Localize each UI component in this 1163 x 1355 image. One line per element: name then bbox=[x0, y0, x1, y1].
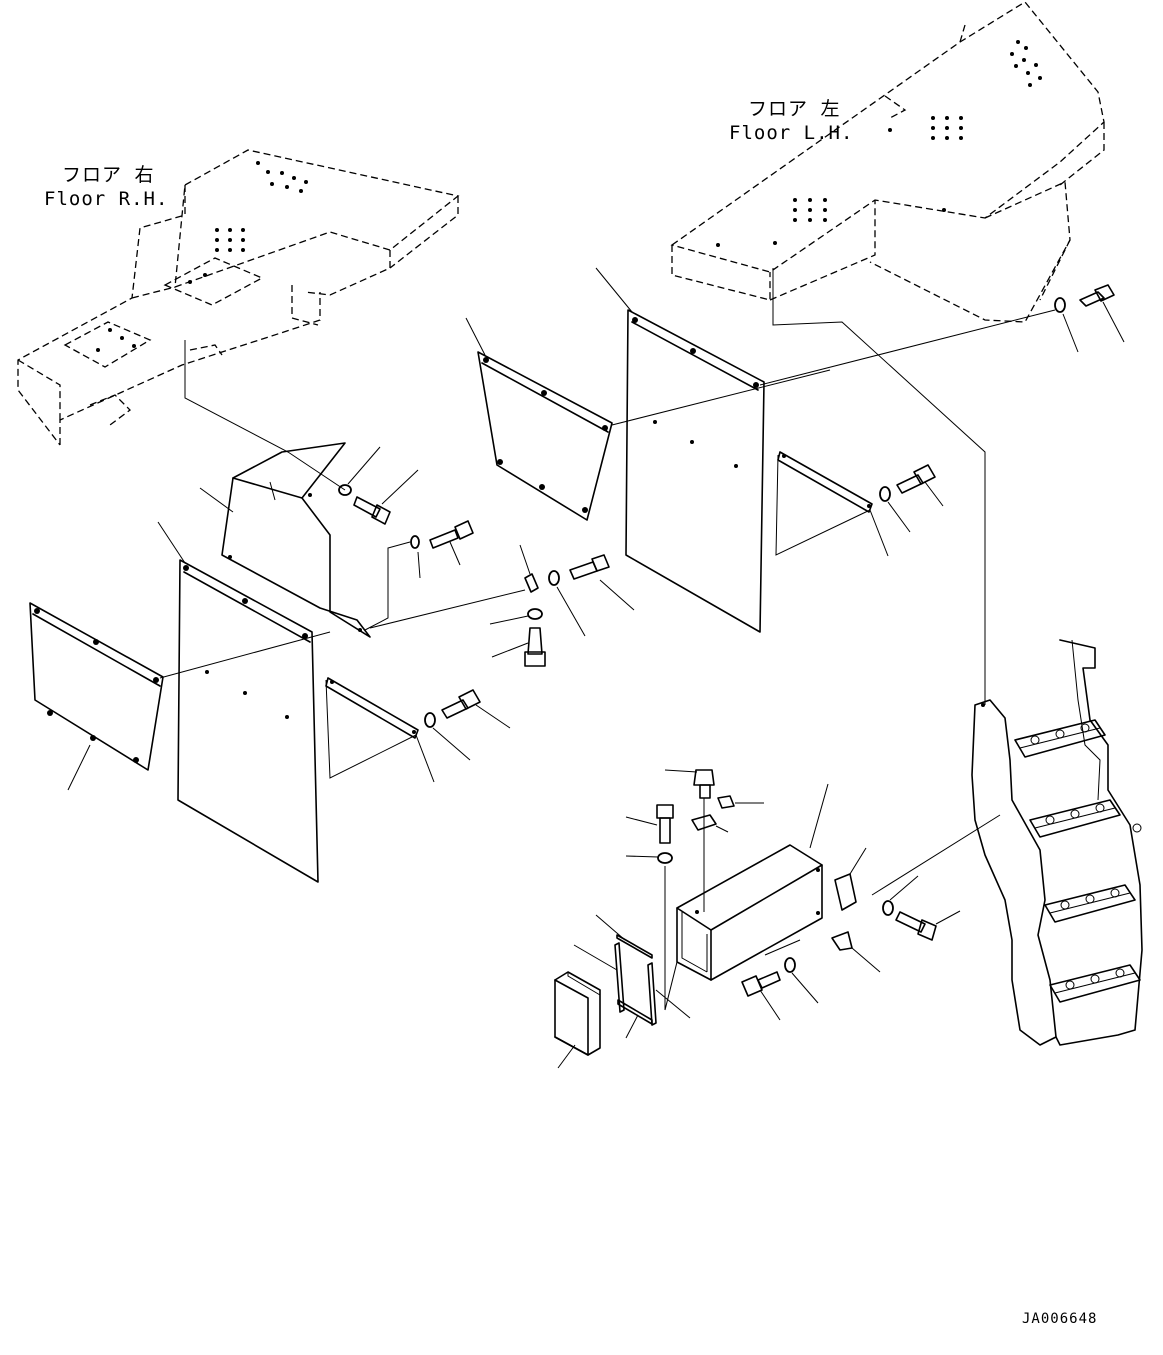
drawing-code: JA006648 bbox=[1022, 1311, 1098, 1327]
storage-box bbox=[554, 769, 881, 1069]
cover-bent bbox=[199, 442, 371, 638]
ladder-rung-4 bbox=[1049, 964, 1141, 1003]
plate-lower-large bbox=[157, 521, 319, 883]
floor-rh-assembly bbox=[17, 149, 460, 446]
floor-rh-label-jp: フロア 右 bbox=[62, 164, 155, 186]
floor-rh-label-en: Floor R.H. bbox=[44, 188, 169, 210]
plate-lower-small bbox=[29, 602, 164, 791]
ladder-rung-1 bbox=[1014, 719, 1106, 758]
assembly-leader-lines bbox=[159, 268, 1056, 896]
fasteners bbox=[338, 284, 1125, 941]
ladder-rung-2 bbox=[1029, 799, 1121, 838]
floor-lh-label-en: Floor L.H. bbox=[729, 122, 854, 144]
floor-lh-label-jp: フロア 左 bbox=[748, 98, 841, 120]
floor-lh-hole-pattern bbox=[716, 40, 1042, 247]
plate-upper-large bbox=[595, 267, 765, 633]
plate-upper-small bbox=[465, 317, 613, 521]
strip-upper bbox=[775, 451, 889, 557]
floor-lh-assembly bbox=[670, 1, 1105, 323]
ladder-rung-3 bbox=[1044, 884, 1136, 923]
strip-lower bbox=[325, 677, 435, 783]
floor-rh-hole-pattern bbox=[96, 161, 308, 352]
ladder bbox=[971, 639, 1143, 1046]
